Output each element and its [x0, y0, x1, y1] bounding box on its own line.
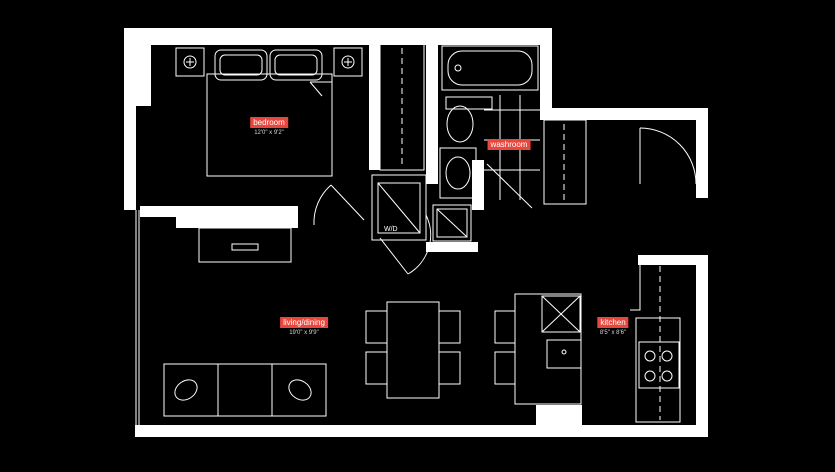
wall-kitchen-notch: [536, 405, 582, 427]
wall-washroom-left: [426, 44, 438, 184]
washroom-door: [486, 163, 533, 209]
entry-closet: [543, 119, 587, 205]
wall-right-lower: [696, 255, 708, 435]
windows: [129, 112, 140, 434]
dresser: [198, 227, 292, 263]
wall-bedroom-bottom: [140, 206, 298, 217]
wall-step: [540, 108, 698, 120]
wall-kitchen-pier: [638, 255, 698, 265]
sofa: [163, 363, 327, 417]
living-name: living/dining: [280, 317, 328, 328]
nightstand-left: [175, 47, 205, 77]
toilet: [445, 96, 493, 143]
bed: [206, 49, 333, 177]
island-sink: [541, 295, 582, 369]
wall-washroom-inner: [472, 160, 484, 210]
linen-closet: [432, 204, 472, 242]
bathtub: [441, 45, 539, 91]
entry-door: [639, 127, 697, 185]
wall-bottom: [135, 425, 708, 437]
kitchen-island: [494, 293, 582, 405]
wall-right: [696, 108, 708, 198]
wall-bedroom-closet-pier: [176, 214, 298, 228]
room-label-bedroom: bedroom 12'0" x 9'2": [250, 117, 288, 138]
wd-closet: [371, 174, 432, 275]
bedroom-door: [313, 184, 365, 226]
bedroom-closet: [379, 43, 425, 171]
room-label-washroom: washroom: [487, 139, 531, 150]
wall-closet-left: [369, 44, 380, 170]
counter: [635, 317, 681, 423]
walls: [124, 28, 708, 437]
bedroom-dimensions: 12'0" x 9'2": [254, 130, 284, 136]
room-label-living: living/dining 19'0" x 9'9": [280, 317, 328, 338]
fridge: [630, 265, 661, 420]
washroom-name: washroom: [487, 139, 531, 150]
dining-table: [365, 301, 461, 399]
kitchen-name: kitchen: [597, 317, 629, 328]
vanity: [439, 147, 477, 199]
living-dimensions: 19'0" x 9'9": [289, 330, 319, 336]
bedroom-name: bedroom: [250, 117, 288, 128]
kitchen-dimensions: 8'5" x 8'6": [599, 330, 627, 336]
room-label-kitchen: kitchen 8'5" x 8'6": [597, 317, 629, 338]
wall-right-upper: [540, 28, 552, 110]
wall-left-upper: [124, 28, 151, 106]
nightstand-right: [333, 47, 363, 77]
wall-top: [124, 28, 552, 45]
wall-wd-base: [426, 242, 478, 252]
stove: [638, 341, 680, 389]
wd-label: W/D: [384, 226, 398, 233]
